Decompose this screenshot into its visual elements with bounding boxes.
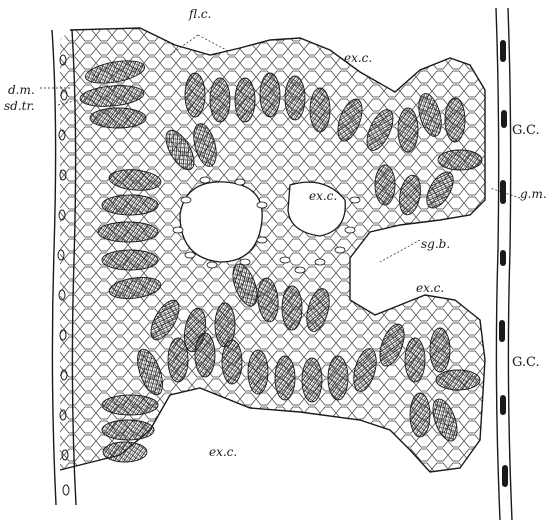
label-ex-c-top: ex.c. <box>344 52 372 64</box>
right-membrane-strip <box>496 8 512 520</box>
label-sg-b: sg.b. <box>421 238 450 250</box>
label-gc-top: G.C. <box>512 124 540 137</box>
label-ex-c-right: ex.c. <box>416 282 444 294</box>
label-g-m: g.m. <box>520 188 547 200</box>
label-fl-c: fl.c. <box>189 8 211 20</box>
label-d-m: d.m. <box>8 84 35 96</box>
label-sd-tr: sd.tr. <box>4 100 35 112</box>
label-ex-c-bottom: ex.c. <box>209 446 237 458</box>
label-ex-c-mid: ex.c. <box>309 190 337 202</box>
label-gc-bottom: G.C. <box>512 356 540 369</box>
